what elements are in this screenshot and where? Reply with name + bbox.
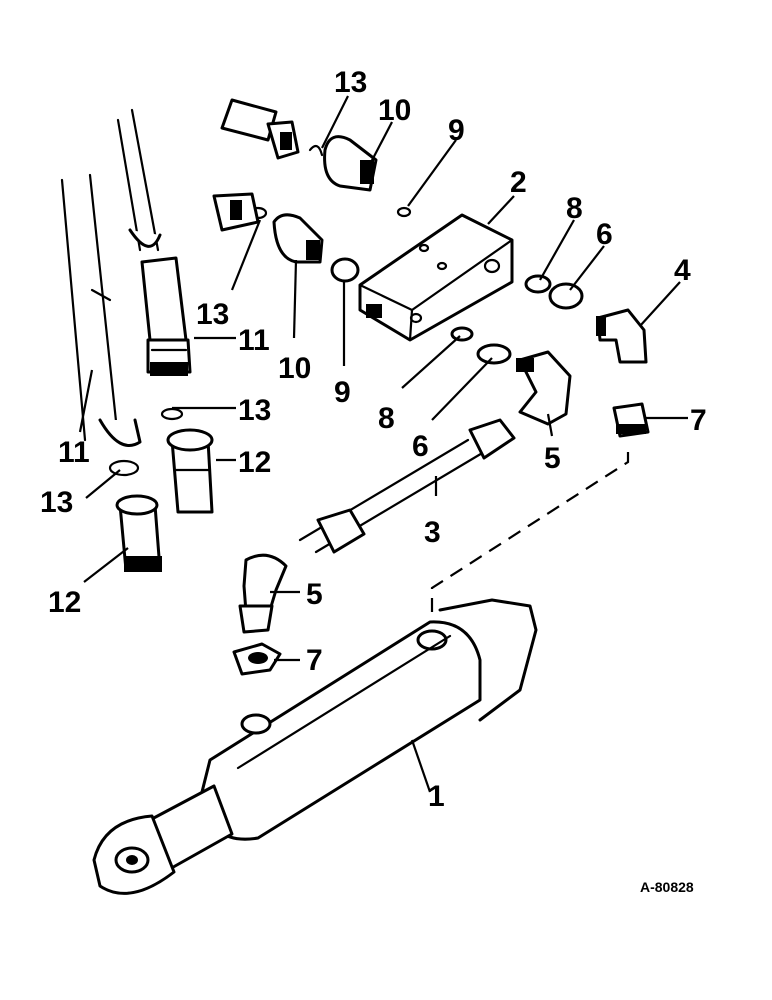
callout-7-right: 7 [690, 404, 707, 437]
o-ring-13-b [160, 407, 184, 421]
callout-4: 4 [674, 254, 691, 287]
tube-3 [298, 418, 516, 554]
callout-10-lower: 10 [278, 352, 311, 385]
callout-8-lower: 8 [378, 402, 395, 435]
drawing-number: A-80828 [640, 879, 694, 895]
hose-center [116, 108, 192, 376]
o-ring-13-d [308, 144, 324, 157]
callout-3: 3 [424, 516, 441, 549]
cylinder-1 [92, 598, 538, 895]
callout-7-lower: 7 [306, 644, 323, 677]
adapter-12-lower [115, 494, 162, 572]
callout-13-mid: 13 [196, 298, 229, 331]
nut-7-right [612, 402, 650, 438]
o-ring-13-a [108, 459, 140, 477]
route-line [430, 452, 630, 626]
callout-6-lower: 6 [412, 430, 429, 463]
nut-7-lower [232, 642, 282, 676]
callout-5-upper: 5 [544, 442, 561, 475]
callout-11-right: 11 [238, 324, 270, 357]
washer-6-lower [476, 343, 512, 365]
hose-fitting-top [220, 98, 300, 160]
callout-9-lower: 9 [334, 376, 351, 409]
callout-1: 1 [428, 780, 445, 813]
callout-10-top: 10 [378, 94, 411, 127]
callout-5-lower: 5 [306, 578, 323, 611]
leader-lines [78, 95, 688, 793]
washer-8-lower [450, 326, 474, 342]
seal-9-small [396, 206, 412, 218]
connector-10-top [323, 135, 378, 192]
callout-9-top: 9 [448, 114, 465, 147]
callout-13-top: 13 [334, 66, 367, 99]
callout-8-right: 8 [566, 192, 583, 225]
callout-11-left: 11 [58, 436, 90, 469]
elbow-4 [596, 308, 648, 364]
connector-10-lower [272, 213, 324, 264]
callout-12-lower: 12 [48, 586, 81, 619]
callout-2: 2 [510, 166, 527, 199]
fitting-left [212, 192, 260, 232]
valve-block-2 [358, 213, 514, 342]
callout-6-right: 6 [596, 218, 613, 251]
callout-13-right: 13 [238, 394, 271, 427]
callout-13-left: 13 [40, 486, 73, 519]
washer-9-upper [330, 257, 360, 283]
washer-6-right [548, 282, 584, 310]
washer-8-right [524, 274, 552, 294]
adapter-12-upper [166, 428, 214, 514]
elbow-5-upper [516, 350, 572, 426]
hose-left [60, 173, 142, 447]
elbow-5-lower [238, 553, 288, 634]
callout-12-upper: 12 [238, 446, 271, 479]
